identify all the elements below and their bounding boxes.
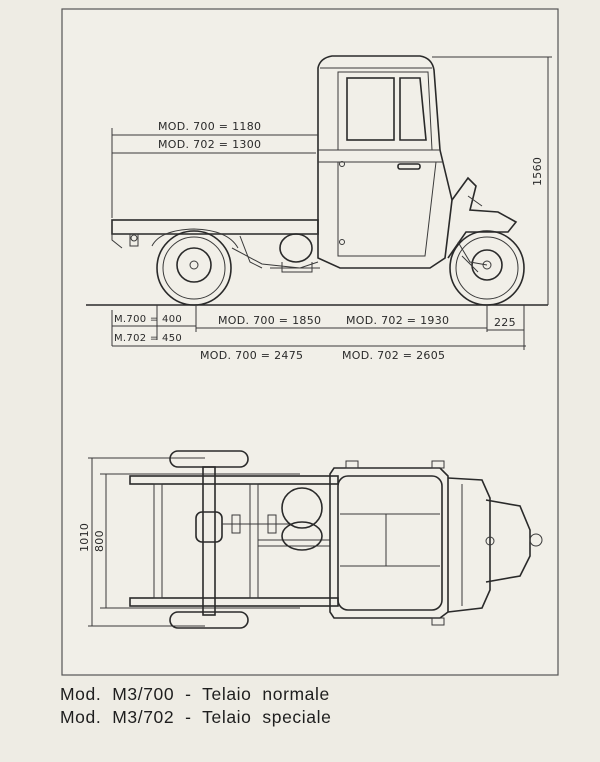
dim-m702-450: M.702 = 450 — [114, 333, 182, 344]
dim-m700-400: M.700 = 400 — [114, 314, 182, 325]
dim-700-1180: MOD. 700 = 1180 — [158, 120, 261, 133]
dim-width-800: 800 — [93, 530, 106, 552]
dim-mod700-2475: MOD. 700 = 2475 — [200, 349, 303, 362]
side-view: MOD. 700 = 1180 MOD. 702 = 1300 1560 M.7… — [86, 55, 552, 362]
caption-line-2: Mod. M3/702 - Telaio speciale — [60, 707, 332, 727]
dim-702-1300: MOD. 702 = 1300 — [158, 138, 261, 151]
rear-wheel-top-right — [169, 611, 249, 629]
top-view: 1010 800 — [78, 450, 543, 629]
dim-mod702-1930: MOD. 702 = 1930 — [346, 314, 449, 327]
chassis-side — [111, 219, 320, 273]
dim-mod700-1850: MOD. 700 = 1850 — [218, 314, 321, 327]
cab-window — [346, 77, 395, 141]
cab-quarter-window — [399, 77, 427, 141]
caption-line-1: Mod. M3/700 - Telaio normale — [60, 684, 330, 704]
dim-mod702-2605: MOD. 702 = 2605 — [342, 349, 445, 362]
rear-wheel — [151, 228, 239, 306]
dim-height-1560: 1560 — [531, 157, 544, 186]
dim-rear-225: 225 — [494, 316, 516, 329]
drawing-border — [61, 8, 559, 676]
dim-width-1010: 1010 — [78, 523, 91, 552]
cab — [317, 55, 518, 269]
